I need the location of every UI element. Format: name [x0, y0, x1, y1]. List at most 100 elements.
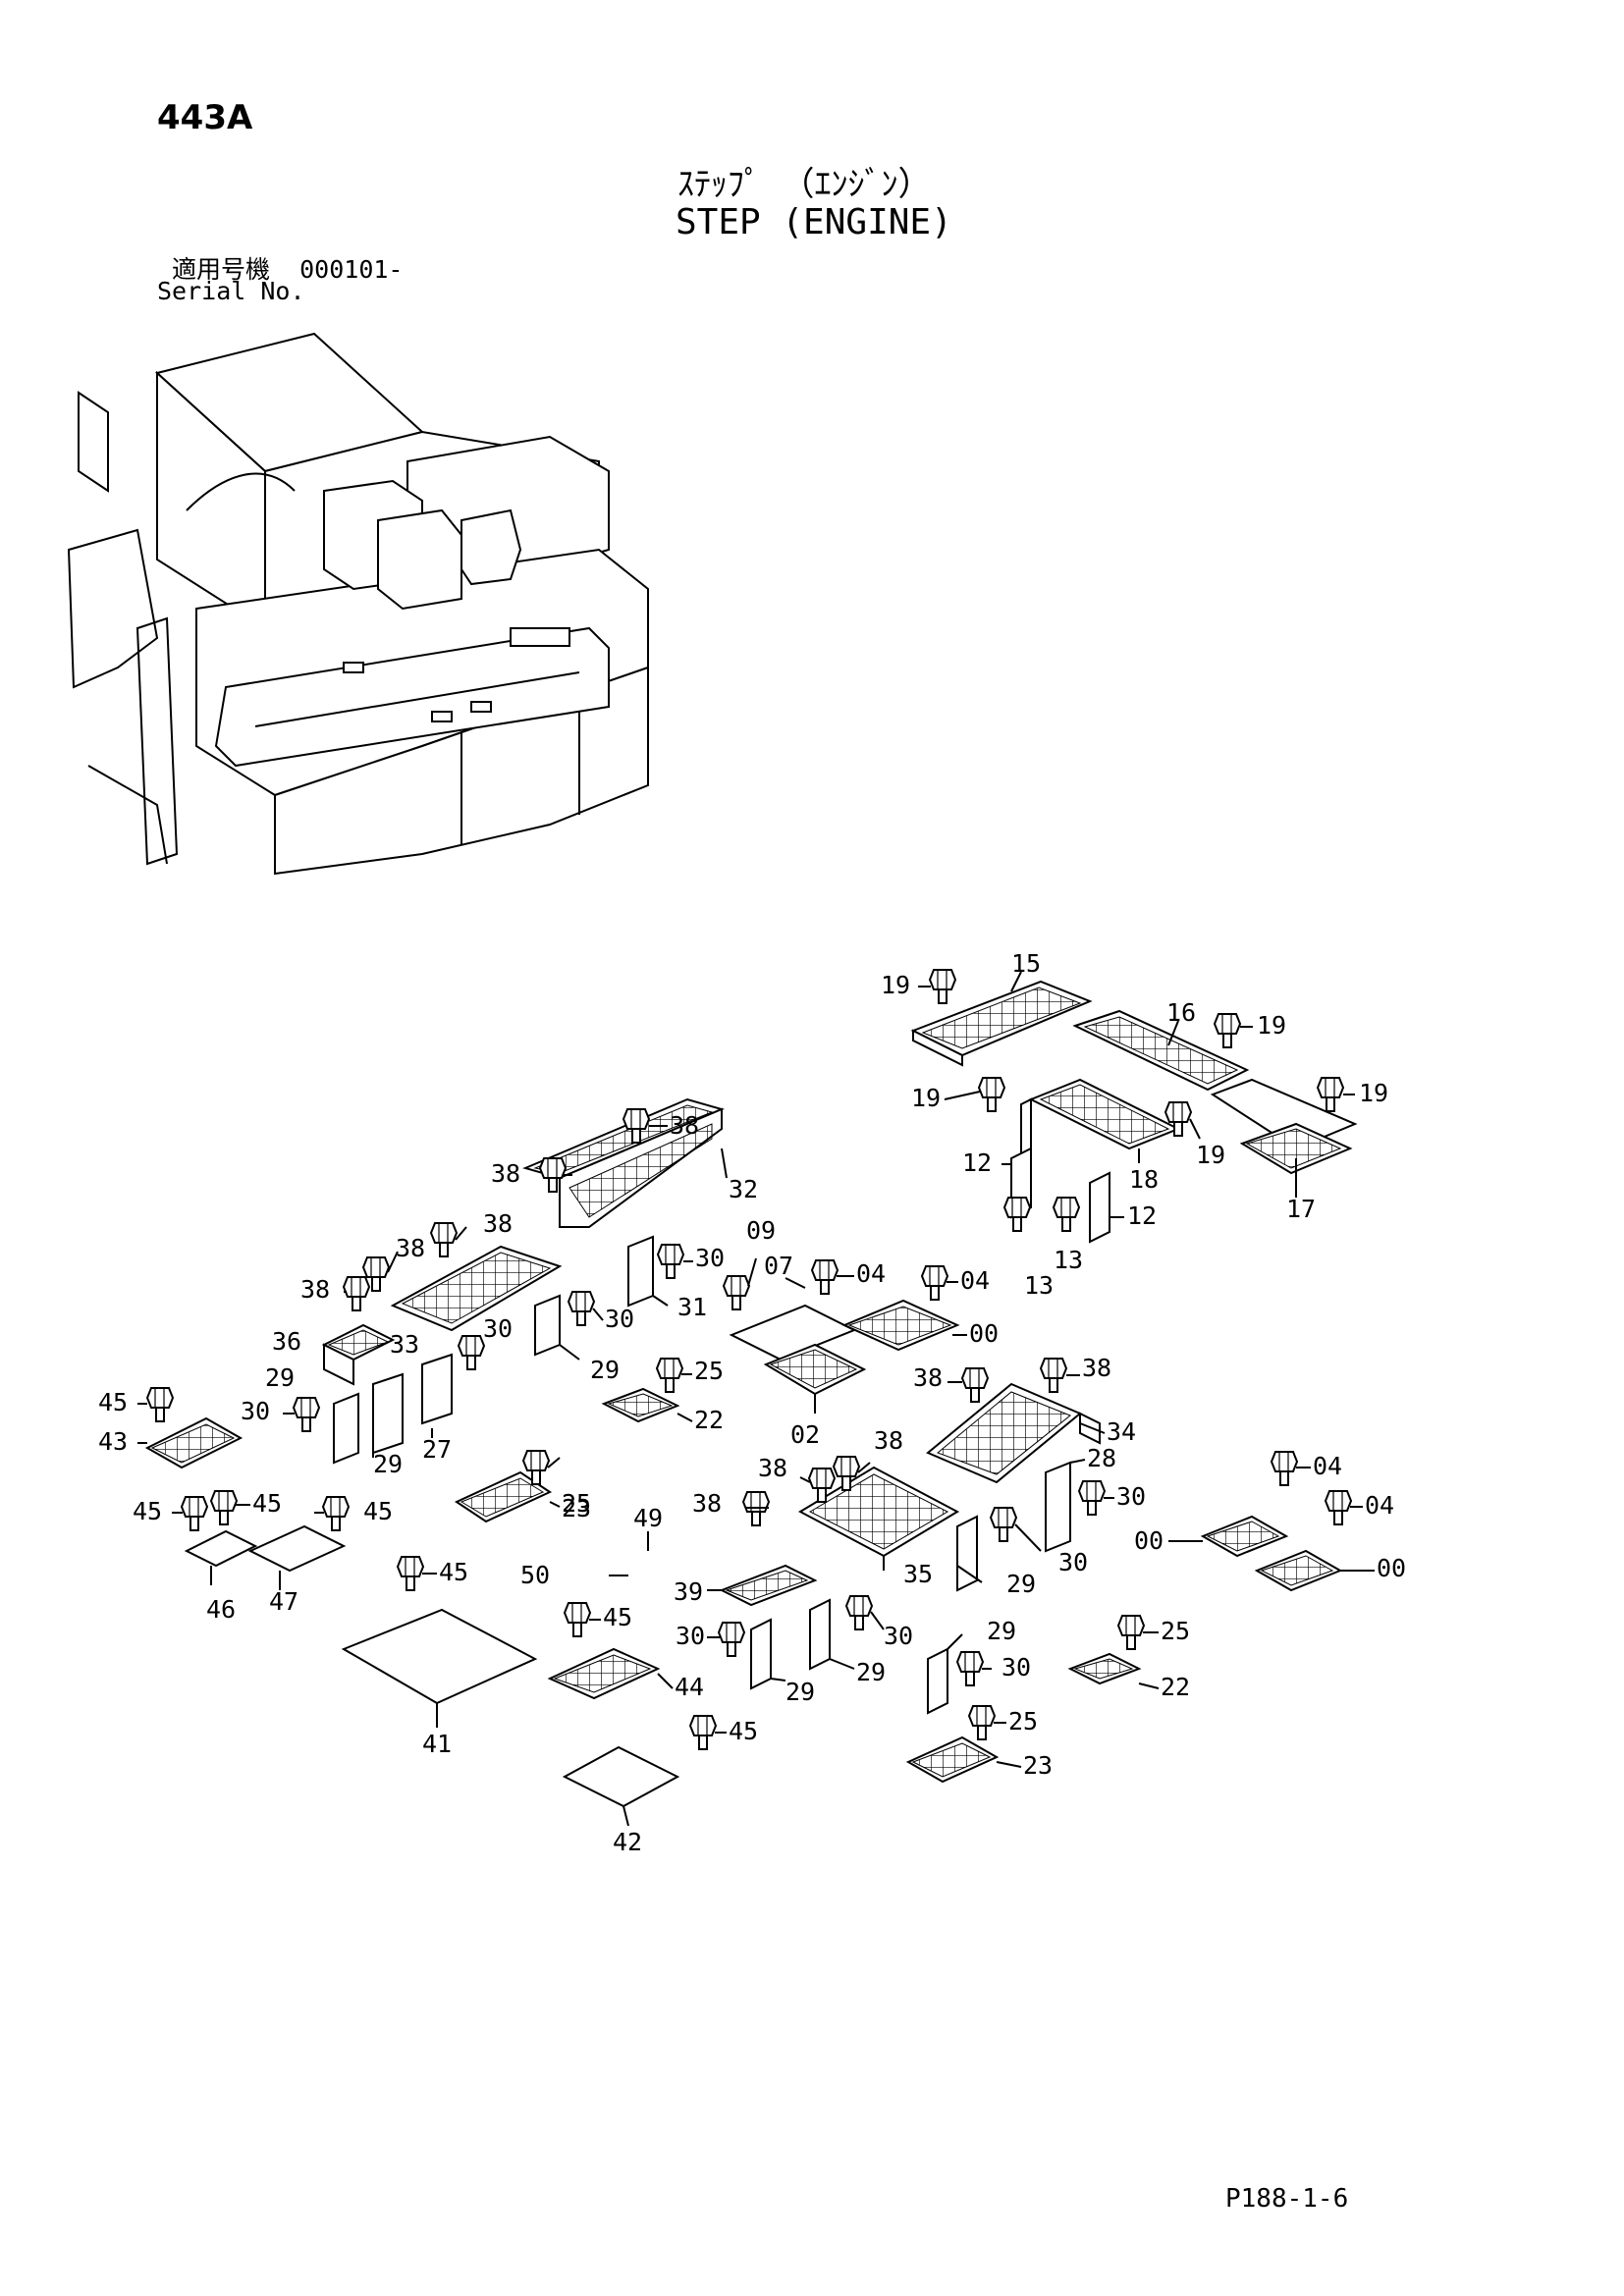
step-00-upper	[841, 1299, 960, 1352]
machine-overview	[67, 332, 649, 876]
callout-45: 45	[98, 1388, 128, 1416]
step-23-left	[454, 1470, 553, 1523]
callout-47: 47	[269, 1587, 298, 1616]
callout-19: 19	[1196, 1141, 1225, 1169]
serial-value: 000101-	[299, 255, 404, 284]
callout-38: 38	[913, 1363, 943, 1392]
callout-42: 42	[613, 1828, 642, 1856]
callout-25: 25	[562, 1489, 591, 1518]
callout-30: 30	[241, 1397, 270, 1425]
callout-04: 04	[960, 1266, 990, 1295]
callout-50: 50	[520, 1561, 550, 1589]
callout-23: 23	[562, 1494, 591, 1522]
serial-label-en: Serial No.	[157, 277, 305, 305]
callout-00: 00	[1134, 1526, 1164, 1555]
callout-29: 29	[987, 1617, 1016, 1645]
callout-49: 49	[633, 1504, 663, 1532]
callout-25: 25	[1008, 1707, 1038, 1735]
callout-29: 29	[785, 1678, 815, 1706]
callout-13: 13	[1054, 1246, 1083, 1274]
callout-38: 38	[670, 1111, 699, 1140]
callout-38: 38	[300, 1275, 330, 1304]
callout-27: 27	[422, 1435, 452, 1464]
step-34	[926, 1382, 1101, 1484]
serial-label-jp: 適用号機	[172, 255, 271, 284]
step-22-right	[1067, 1652, 1142, 1685]
callout-labels: 15 16 17 18 19 19 19 19 19 12 12 13 13 3…	[98, 949, 1406, 1856]
bracket-12	[1010, 1147, 1110, 1244]
callout-38: 38	[396, 1234, 425, 1262]
callout-36: 36	[272, 1327, 301, 1356]
callout-41: 41	[422, 1730, 452, 1758]
callout-25: 25	[694, 1357, 724, 1385]
step-33	[390, 1245, 563, 1332]
step-35	[797, 1466, 960, 1558]
page-reference: P188-1-6	[1225, 2184, 1349, 2214]
callout-45: 45	[729, 1717, 758, 1745]
callout-22: 22	[1161, 1673, 1190, 1701]
callout-29: 29	[373, 1450, 403, 1478]
step-16	[1072, 1009, 1250, 1092]
callout-29: 29	[856, 1658, 886, 1686]
brackets-lower	[750, 1461, 1071, 1715]
callout-29: 29	[265, 1363, 295, 1392]
callout-17: 17	[1286, 1195, 1316, 1223]
callout-22: 22	[694, 1406, 724, 1434]
callout-12: 12	[1127, 1201, 1157, 1230]
plate-41	[341, 1608, 538, 1705]
callout-30: 30	[605, 1305, 634, 1333]
callout-46: 46	[206, 1595, 236, 1624]
callout-30: 30	[483, 1314, 513, 1343]
callout-38: 38	[874, 1426, 903, 1455]
callout-34: 34	[1107, 1417, 1136, 1446]
callout-28: 28	[1087, 1444, 1116, 1472]
callout-30: 30	[1058, 1548, 1088, 1576]
callout-04: 04	[1313, 1452, 1342, 1480]
callout-38: 38	[491, 1159, 520, 1188]
step-36	[321, 1323, 396, 1386]
callout-09: 09	[746, 1216, 776, 1245]
callout-13: 13	[1024, 1271, 1054, 1300]
callout-00: 00	[1377, 1554, 1406, 1582]
callout-45: 45	[439, 1558, 468, 1586]
callout-44: 44	[675, 1673, 704, 1701]
callout-30: 30	[676, 1622, 705, 1650]
callout-45: 45	[603, 1603, 632, 1631]
callout-19: 19	[1257, 1011, 1286, 1040]
callout-30: 30	[695, 1244, 725, 1272]
callout-12: 12	[962, 1148, 992, 1177]
callout-39: 39	[674, 1577, 703, 1606]
step-44	[547, 1647, 661, 1700]
callout-38: 38	[692, 1489, 722, 1518]
callout-19: 19	[1359, 1079, 1388, 1107]
brackets-27-29-31	[333, 1235, 654, 1465]
bracket-18	[1020, 1078, 1181, 1171]
callout-38: 38	[1082, 1354, 1111, 1382]
step-43	[144, 1416, 244, 1469]
plate-07	[729, 1304, 857, 1362]
step-23-right	[905, 1735, 1000, 1784]
serial-range: 適用号機 000101-	[172, 250, 403, 286]
callout-23: 23	[1023, 1751, 1053, 1780]
callout-04: 04	[1365, 1491, 1394, 1520]
callout-18: 18	[1129, 1165, 1159, 1194]
callout-07: 07	[764, 1252, 793, 1280]
callout-43: 43	[98, 1427, 128, 1456]
plates-46-47	[184, 1524, 347, 1573]
callout-30: 30	[1116, 1482, 1146, 1511]
callout-30: 30	[884, 1622, 913, 1650]
step-00-right	[1200, 1515, 1343, 1592]
callout-02: 02	[790, 1420, 820, 1449]
title-japanese: ｽﾃｯﾌﾟ （ｴﾝｼﾞﾝ）	[677, 165, 932, 204]
callout-04: 04	[856, 1259, 886, 1288]
callout-19: 19	[911, 1084, 941, 1112]
callout-29: 29	[1006, 1570, 1036, 1598]
callout-35: 35	[903, 1560, 933, 1588]
callout-29: 29	[590, 1356, 620, 1384]
step-39	[719, 1564, 818, 1607]
callout-38: 38	[758, 1454, 787, 1482]
callout-33: 33	[390, 1330, 419, 1359]
title-english: STEP (ENGINE)	[676, 202, 952, 242]
step-02	[763, 1343, 867, 1396]
step-17	[1210, 1078, 1358, 1175]
